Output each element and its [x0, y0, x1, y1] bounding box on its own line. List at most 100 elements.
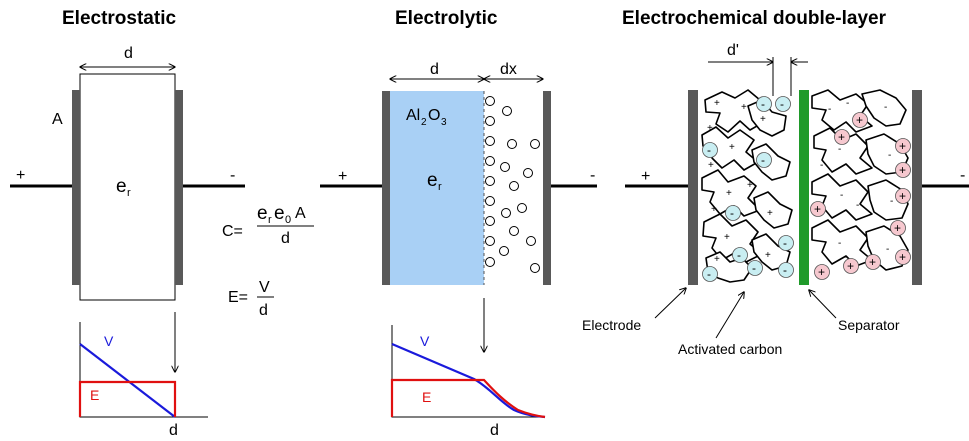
- activated-carbon-left: [701, 89, 793, 283]
- svg-text:+: +: [814, 202, 821, 216]
- cation: +: [834, 129, 850, 145]
- anion: -: [756, 96, 772, 112]
- e-lhs: E=: [228, 289, 248, 306]
- anion: -: [775, 96, 791, 112]
- graph-d-label: d: [169, 422, 178, 439]
- electrolytic-capacitor: d dx Al 2 O 3 e r + -: [320, 61, 597, 352]
- permittivity-subscript: r: [127, 187, 131, 199]
- permittivity-label: e: [427, 170, 438, 191]
- svg-text:+: +: [724, 232, 730, 243]
- svg-text:-: -: [856, 200, 859, 211]
- anion: -: [756, 152, 772, 168]
- svg-text:+: +: [894, 221, 901, 235]
- oxide-o: O: [428, 107, 440, 124]
- e-label: E: [90, 387, 99, 403]
- cation: +: [852, 112, 868, 128]
- label-electrode: Electrode: [582, 317, 641, 333]
- right-plate: [543, 91, 551, 285]
- anion: -: [778, 235, 794, 251]
- svg-text:+: +: [847, 259, 854, 273]
- oxide-sub-3: 3: [441, 117, 447, 128]
- minus-sign: -: [230, 167, 235, 184]
- double-layer-capacitor: d' + -: [582, 42, 969, 357]
- separator-pointer: [809, 290, 837, 319]
- anion: -: [702, 142, 718, 158]
- graph-axes: [391, 325, 545, 418]
- svg-text:-: -: [780, 97, 784, 111]
- voltage-line: [79, 343, 176, 418]
- c-num-e2: e: [274, 203, 285, 224]
- svg-text:+: +: [899, 250, 906, 264]
- svg-text:+: +: [899, 139, 906, 153]
- svg-text:+: +: [869, 255, 876, 269]
- permittivity-label: e: [116, 176, 127, 197]
- oxide-al: Al: [406, 107, 420, 124]
- svg-text:-: -: [820, 160, 823, 171]
- svg-text:-: -: [840, 190, 843, 201]
- minus-sign: -: [590, 167, 595, 184]
- left-electrode: [688, 90, 698, 285]
- svg-text:-: -: [828, 104, 831, 115]
- svg-text:-: -: [886, 244, 889, 255]
- cation: +: [895, 138, 911, 154]
- oxide-sub-2: 2: [421, 117, 427, 128]
- svg-text:+: +: [899, 163, 906, 177]
- svg-text:+: +: [726, 188, 732, 199]
- dx-label: dx: [500, 61, 517, 78]
- plus-sign: +: [641, 168, 650, 185]
- svg-text:-: -: [737, 248, 741, 262]
- label-separator: Separator: [838, 317, 900, 333]
- svg-text:+: +: [760, 114, 766, 125]
- cation: +: [814, 264, 830, 280]
- c-num-e: e: [257, 203, 268, 224]
- anion: -: [702, 266, 718, 282]
- svg-text:+: +: [838, 130, 845, 144]
- plus-sign: +: [16, 167, 25, 184]
- svg-text:-: -: [884, 102, 887, 113]
- electrostatic-field-graph: V E d: [78, 322, 208, 439]
- cation: +: [810, 201, 826, 217]
- svg-text:-: -: [730, 206, 734, 220]
- c-num-0: 0: [285, 214, 291, 226]
- graph-d-label: d: [490, 422, 499, 439]
- svg-text:-: -: [783, 263, 787, 277]
- electrostatic-capacitor: d A + - e r: [10, 45, 245, 372]
- title-double-layer: Electrochemical double-layer: [622, 8, 887, 29]
- minus-sign: -: [960, 167, 965, 184]
- electrolyte-ions: [485, 96, 540, 273]
- anion: -: [747, 260, 763, 276]
- label-activated-carbon: Activated carbon: [678, 341, 782, 357]
- svg-text:-: -: [838, 238, 841, 249]
- cation: +: [895, 249, 911, 265]
- svg-text:-: -: [888, 150, 891, 161]
- left-plate: [382, 91, 390, 285]
- anion: -: [778, 262, 794, 278]
- svg-text:+: +: [767, 208, 773, 219]
- svg-text:-: -: [761, 97, 765, 111]
- electrode-pointer: [654, 288, 686, 319]
- cations: + + + + + + + + + + +: [810, 112, 911, 280]
- svg-text:-: -: [707, 267, 711, 281]
- dielectric-region: [79, 73, 176, 301]
- anion: -: [725, 205, 741, 221]
- e-num: V: [259, 279, 270, 296]
- svg-text:-: -: [783, 236, 787, 250]
- svg-text:+: +: [818, 265, 825, 279]
- cation: +: [890, 220, 906, 236]
- electrolytic-field-graph: V E d: [390, 325, 546, 439]
- svg-text:-: -: [890, 196, 893, 207]
- cation: +: [865, 254, 881, 270]
- svg-text:+: +: [856, 113, 863, 127]
- formulas: C= e r e 0 A d E= V d: [222, 203, 314, 319]
- v-label: V: [104, 333, 114, 349]
- e-den: d: [259, 302, 268, 319]
- d-label: d: [124, 45, 133, 62]
- svg-text:+: +: [747, 180, 753, 191]
- title-electrolytic: Electrolytic: [395, 8, 498, 29]
- svg-text:-: -: [846, 98, 849, 109]
- area-label: A: [52, 111, 63, 128]
- field-line: [78, 380, 177, 417]
- svg-text:-: -: [761, 153, 765, 167]
- plus-sign: +: [338, 168, 347, 185]
